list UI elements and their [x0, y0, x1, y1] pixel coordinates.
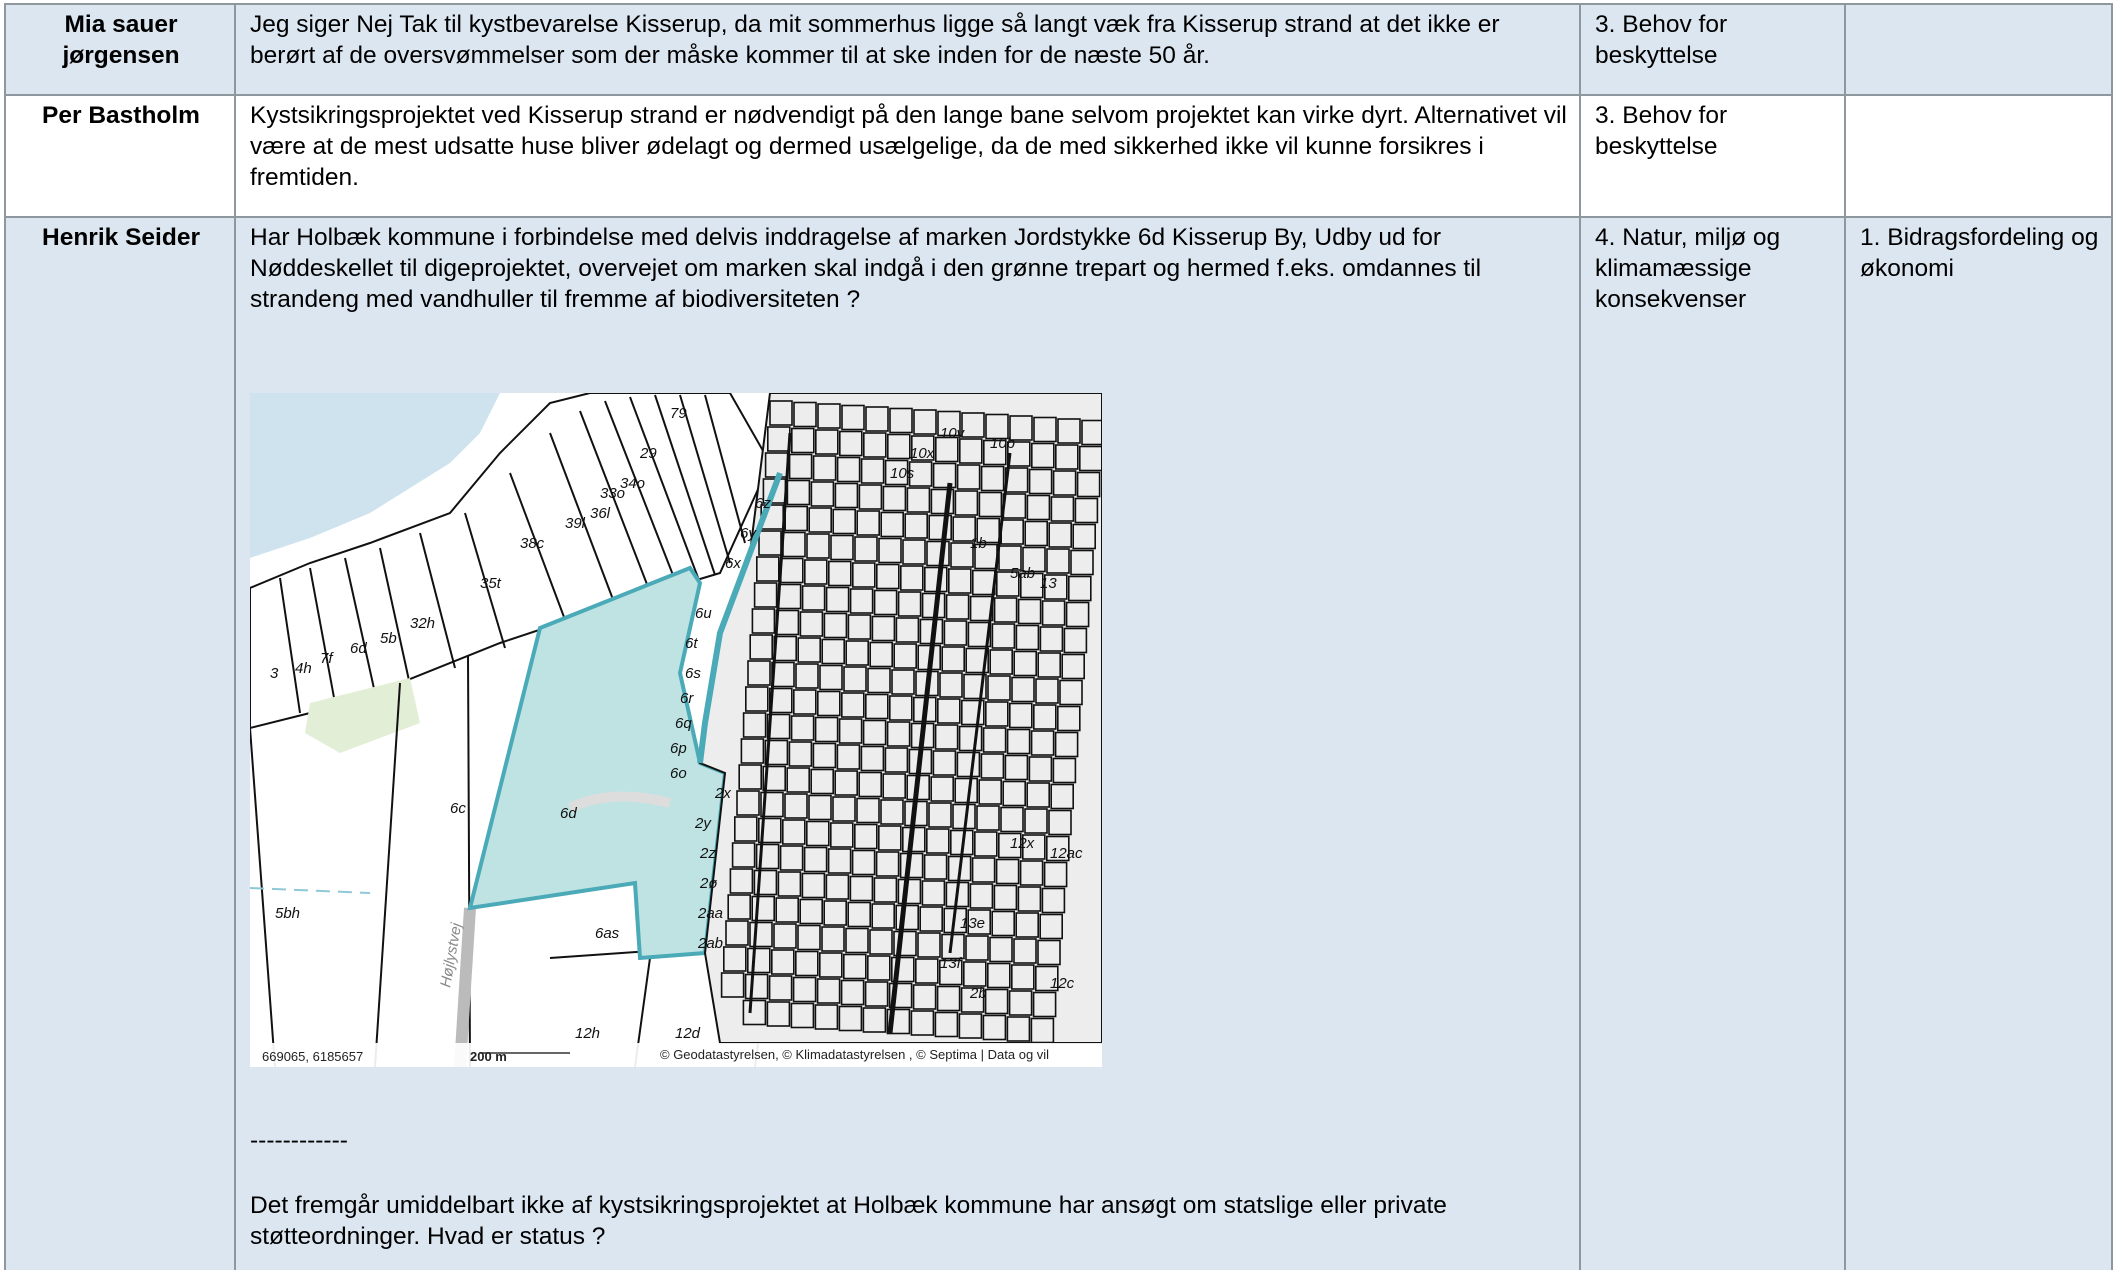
category-secondary [1844, 3, 2113, 96]
comments-table: Mia sauer jørgensen Jeg siger Nej Tak ti… [4, 3, 2113, 1270]
map-parcel-label: 2ø [699, 875, 718, 892]
map-parcel-label: 10s [890, 465, 915, 482]
map-parcel-label: 10b [990, 435, 1015, 452]
map-parcel-label: 2x [714, 785, 731, 802]
map-parcel-label: 2y [694, 815, 712, 832]
map-parcel-label: 13e [960, 915, 985, 932]
map-parcel-label: 6u [695, 605, 712, 622]
map-parcel-label: 5ab [1010, 565, 1035, 582]
comment-text: Kystsikringsprojektet ved Kisserup stran… [234, 94, 1581, 218]
map-parcel-label: 5b [380, 630, 397, 647]
map-parcel-label: 6as [595, 925, 620, 942]
table-row: Henrik Seider Har Holbæk kommune i forbi… [4, 216, 2113, 1270]
map-parcel-label: 29 [639, 445, 657, 462]
map-parcel-label: 6p [670, 740, 687, 757]
comment-text: Jeg siger Nej Tak til kystbevarelse Kiss… [234, 3, 1581, 96]
map-parcel-label: 10x [910, 445, 935, 462]
map-parcel-label: 2ab [697, 935, 723, 952]
comment-cell: Har Holbæk kommune i forbindelse med del… [234, 216, 1581, 1270]
table-row: Per Bastholm Kystsikringsprojektet ved K… [4, 94, 2113, 218]
map-parcel-label: 7f [320, 650, 334, 667]
map-parcel-label: 6x [725, 555, 741, 572]
map-parcel-label: 6s [685, 665, 701, 682]
map-parcel-label: 35t [480, 575, 502, 592]
map-parcel-label: 6d [560, 805, 577, 822]
map-parcel-label: 39l [565, 515, 586, 532]
map-parcel-label: 10v [940, 425, 966, 442]
commenter-name: Per Bastholm [4, 94, 236, 218]
map-parcel-label: 2b [969, 985, 987, 1002]
map-parcel-label: 79 [670, 405, 687, 422]
map-parcel-label: 36l [590, 505, 611, 522]
comment-text: Det fremgår umiddelbart ikke af kystsikr… [250, 1192, 1447, 1250]
map-parcel-label: 33o [600, 485, 625, 502]
map-parcel-label: 12d [675, 1025, 701, 1042]
map-parcel-label: 12ac [1050, 845, 1083, 862]
map-parcel-label: 13f [940, 955, 963, 972]
map-parcel-label: 13 [1040, 575, 1057, 592]
comment-text: Har Holbæk kommune i forbindelse med del… [250, 224, 1482, 313]
map-coordinates: 669065, 6185657 [262, 1049, 363, 1064]
map-parcel-label: 2aa [697, 905, 723, 922]
map-parcel-label: 1b [970, 535, 987, 552]
table-row: Mia sauer jørgensen Jeg siger Nej Tak ti… [4, 3, 2113, 96]
commenter-name: Henrik Seider [4, 216, 236, 1270]
map-parcel-label: 34o [620, 475, 645, 492]
map-parcel-label: 2z [699, 845, 716, 862]
category-primary: 4. Natur, miljø og klimamæssige konsekve… [1579, 216, 1846, 1270]
map-parcel-label: 6y [740, 525, 757, 542]
map-parcel-label: 4h [295, 660, 312, 677]
map-parcel-label: 6q [675, 715, 692, 732]
map-parcel-label: 6r [680, 690, 694, 707]
map-parcel-label: 12x [1010, 835, 1035, 852]
category-secondary: 1. Bidragsfordeling og økonomi [1844, 216, 2113, 1270]
category-primary: 3. Behov for beskyttelse [1579, 94, 1846, 218]
map-parcel-label: 12c [1050, 975, 1075, 992]
category-secondary [1844, 94, 2113, 218]
map-parcel-label: 6o [670, 765, 687, 782]
map-parcel-label: 6c [450, 800, 466, 817]
commenter-name: Mia sauer jørgensen [4, 3, 236, 96]
map-parcel-label: 12h [575, 1025, 600, 1042]
map-attribution: © Geodatastyrelsen, © Klimadatastyrelsen… [660, 1047, 1049, 1062]
map-parcel-label: 32h [410, 615, 435, 632]
map-parcel-label: 38c [520, 535, 545, 552]
category-primary: 3. Behov for beskyttelse [1579, 3, 1846, 96]
map-scale: 200 m [470, 1049, 507, 1064]
map-parcel-label: 6t [685, 635, 698, 652]
map-parcel-label: 6d [350, 640, 367, 657]
map-parcel-label: 6z [755, 495, 771, 512]
separator-line: ------------ [250, 1127, 348, 1154]
map-parcel-label: 3 [270, 665, 279, 682]
map-parcel-label: 5bh [275, 905, 300, 922]
